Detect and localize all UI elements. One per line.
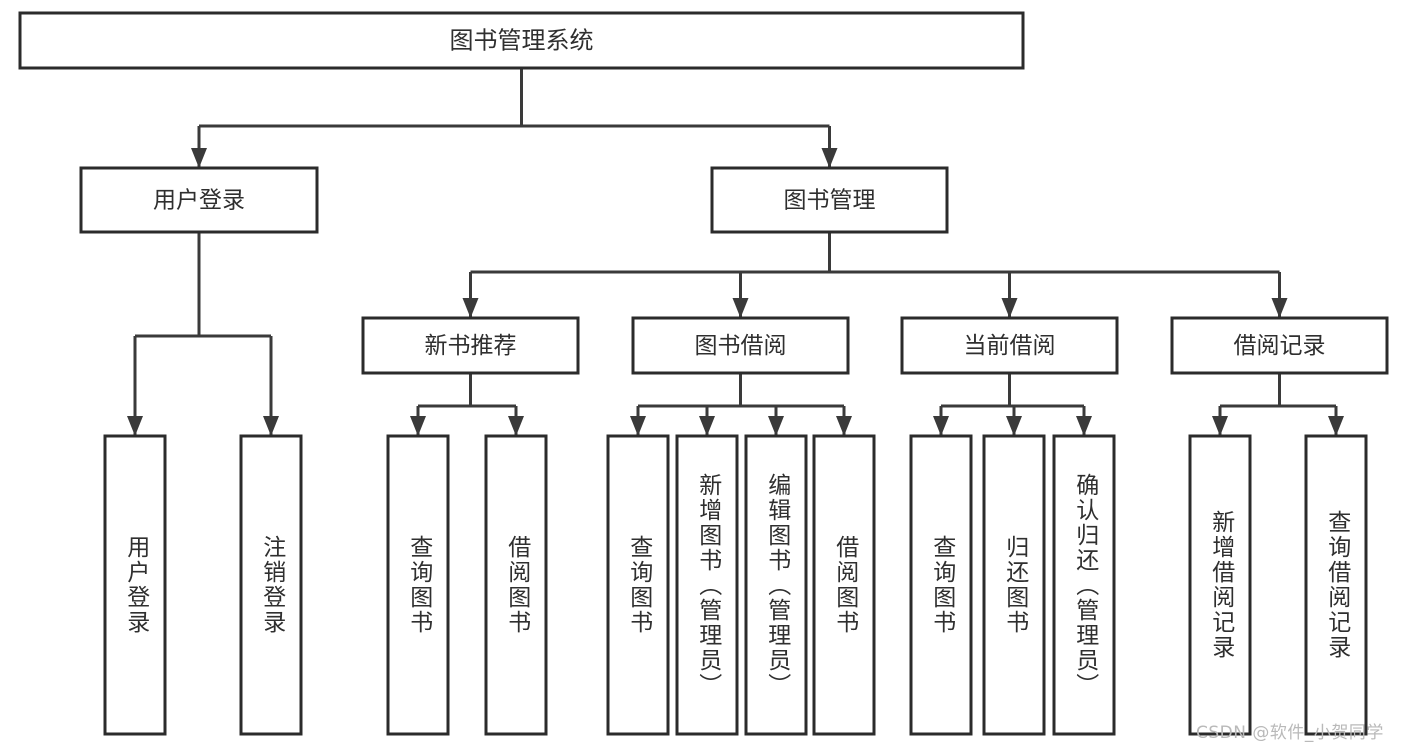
node-current-borrow-label: 当前借阅 <box>964 333 1056 359</box>
node-leaf-query-book-3-box[interactable] <box>909 434 973 736</box>
node-leaf-return-book-box[interactable] <box>982 434 1046 736</box>
connector-layer <box>127 68 1344 436</box>
node-leaf-borrow-book-2-box[interactable] <box>812 434 876 736</box>
node-leaf-confirm-return-box[interactable] <box>1052 434 1116 736</box>
node-new-book-recommend-label: 新书推荐 <box>425 333 517 359</box>
box-layer <box>18 11 1389 736</box>
node-leaf-add-record-box[interactable] <box>1188 434 1252 736</box>
node-book-manage-box[interactable] <box>710 166 949 234</box>
node-leaf-user-logout-box[interactable] <box>239 434 303 736</box>
connector-borrow-record-arrow-1 <box>1328 416 1344 436</box>
connector-user-login-arrow-0 <box>127 416 143 436</box>
node-book-borrow-label: 图书借阅 <box>695 333 787 359</box>
connector-book-borrow-arrow-1 <box>699 416 715 436</box>
connector-new-book-recommend-arrow-1 <box>508 416 524 436</box>
node-root-box[interactable] <box>18 11 1025 70</box>
node-leaf-query-book-2-box[interactable] <box>606 434 670 736</box>
connector-root-arrow-0 <box>191 148 207 168</box>
node-root-label: 图书管理系统 <box>450 27 594 55</box>
connector-borrow-record-arrow-0 <box>1212 416 1228 436</box>
connector-book-manage-arrow-1 <box>732 298 749 318</box>
connector-book-borrow-arrow-2 <box>768 416 784 436</box>
connector-book-manage-arrow-3 <box>1271 298 1288 318</box>
node-borrow-record-box[interactable] <box>1170 316 1389 375</box>
node-leaf-query-record-box[interactable] <box>1304 434 1368 736</box>
node-leaf-borrow-book-1-box[interactable] <box>484 434 548 736</box>
node-user-login-box[interactable] <box>79 166 319 234</box>
connector-current-borrow-arrow-1 <box>1006 416 1022 436</box>
node-borrow-record-label: 借阅记录 <box>1234 333 1326 359</box>
node-new-book-recommend-box[interactable] <box>361 316 580 375</box>
connector-current-borrow-arrow-2 <box>1076 416 1092 436</box>
connector-book-borrow-arrow-3 <box>836 416 852 436</box>
connector-book-borrow-arrow-0 <box>630 416 646 436</box>
node-leaf-add-book-box[interactable] <box>675 434 739 736</box>
connector-current-borrow-arrow-0 <box>933 416 949 436</box>
connector-book-manage-arrow-2 <box>1001 298 1018 318</box>
connector-new-book-recommend-arrow-0 <box>410 416 426 436</box>
node-leaf-query-book-1-box[interactable] <box>386 434 450 736</box>
connector-root-arrow-1 <box>821 148 838 168</box>
node-book-borrow-box[interactable] <box>631 316 850 375</box>
connector-user-login-arrow-1 <box>263 416 279 436</box>
node-book-manage-label: 图书管理 <box>784 188 876 214</box>
node-leaf-edit-book-box[interactable] <box>744 434 808 736</box>
connector-book-manage-arrow-0 <box>462 298 479 318</box>
csdn-watermark: CSDN @软件_小贺同学 <box>1196 723 1384 743</box>
node-current-borrow-box[interactable] <box>900 316 1119 375</box>
node-leaf-user-login-box[interactable] <box>103 434 167 736</box>
node-user-login-label: 用户登录 <box>153 188 245 214</box>
